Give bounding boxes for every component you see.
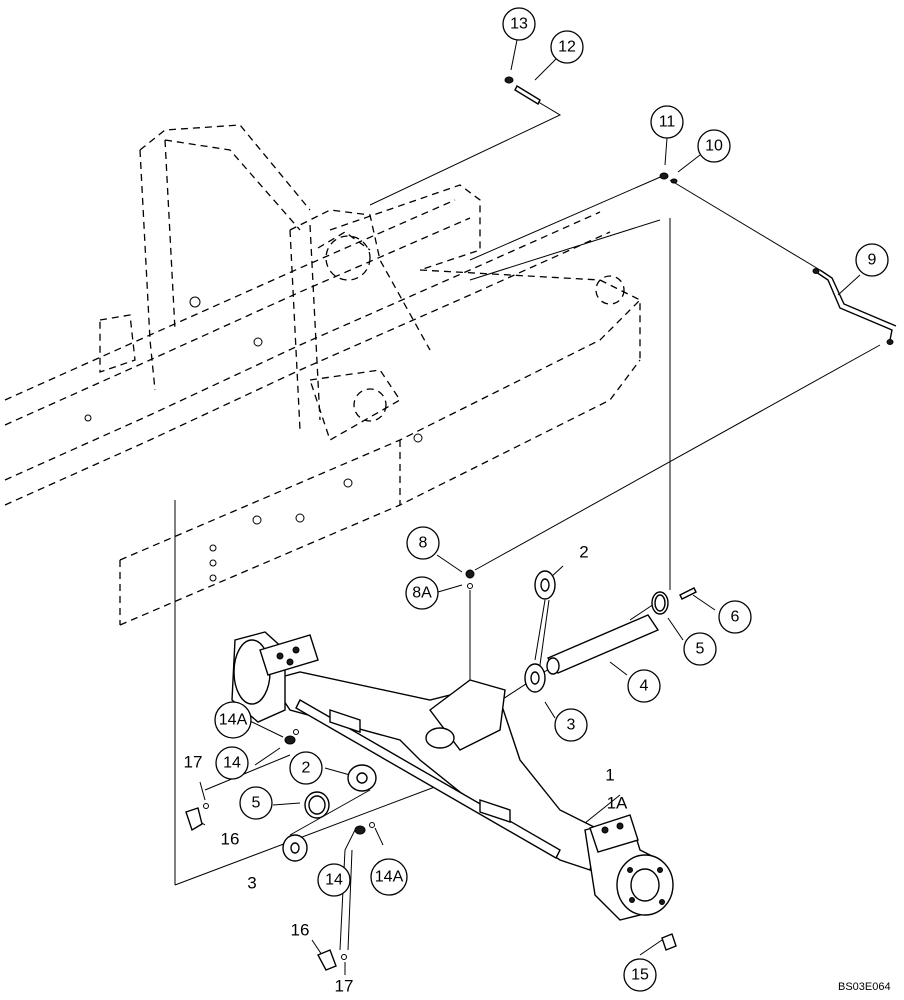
svg-text:3: 3 [567, 717, 576, 734]
drawing-code: BS03E064 [838, 981, 891, 993]
callout-8A: 8A [405, 576, 439, 610]
svg-text:13: 13 [510, 16, 528, 33]
callout-14-lower: 14 [317, 863, 351, 897]
svg-text:10: 10 [705, 138, 723, 155]
svg-text:11: 11 [659, 114, 676, 131]
svg-text:8: 8 [419, 535, 428, 552]
callout-8: 8 [406, 526, 440, 560]
chassis-frame [4, 124, 641, 626]
callout-10: 10 [697, 129, 731, 163]
svg-text:6: 6 [731, 609, 740, 626]
callout-15: 15 [623, 958, 657, 992]
callout-5: 5 [683, 632, 717, 666]
svg-text:14A: 14A [375, 869, 404, 886]
label-3-left: 3 [247, 874, 256, 893]
svg-text:3: 3 [247, 874, 256, 893]
svg-text:14A: 14A [219, 712, 248, 729]
svg-text:14: 14 [325, 872, 343, 889]
svg-text:12: 12 [558, 39, 576, 56]
label-1A: 1A [607, 794, 628, 813]
callout-14-left: 14 [215, 746, 249, 780]
callout-2-left: 2 [289, 751, 323, 785]
callout-3: 3 [554, 708, 588, 742]
svg-text:15: 15 [631, 967, 649, 984]
svg-text:9: 9 [868, 252, 877, 269]
svg-text:14: 14 [223, 755, 241, 772]
label-1: 1 [605, 766, 614, 785]
callout-6: 6 [718, 600, 752, 634]
svg-text:2: 2 [302, 760, 311, 777]
svg-text:5: 5 [252, 795, 261, 812]
svg-text:4: 4 [640, 678, 649, 695]
callout-9: 9 [855, 243, 889, 277]
callout-5-left: 5 [239, 786, 273, 820]
svg-text:2: 2 [579, 543, 588, 562]
callout-14A-left: 14A [214, 701, 252, 739]
label-16-lower: 16 [291, 921, 310, 940]
callout-13: 13 [502, 7, 536, 41]
callout-4: 4 [627, 669, 661, 703]
svg-text:8A: 8A [412, 585, 432, 602]
callout-12: 12 [550, 30, 584, 64]
label-17-left: 17 [184, 753, 203, 772]
callout-11: 11 [650, 105, 684, 139]
label-16-left: 16 [221, 830, 240, 849]
loose-parts [185, 76, 897, 971]
front-axle-assembly [231, 631, 674, 921]
svg-text:5: 5 [696, 641, 705, 658]
label-2-top: 2 [579, 543, 588, 562]
label-17-lower: 17 [335, 977, 354, 996]
callout-14A-lower: 14A [370, 858, 408, 896]
